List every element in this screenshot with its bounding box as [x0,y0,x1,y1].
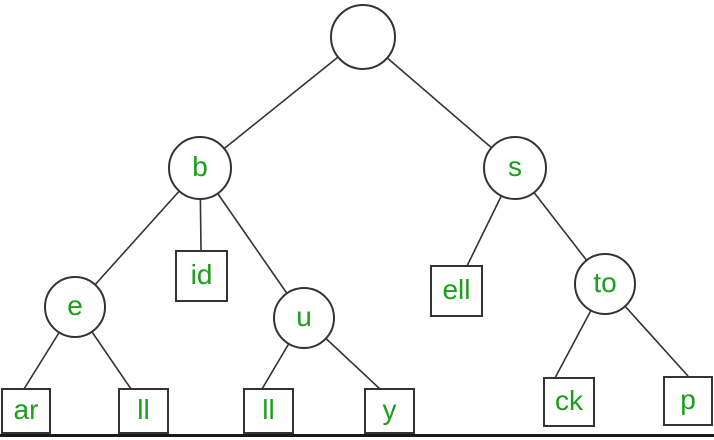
node-label-id: id [190,259,213,290]
node-label-p: p [680,384,696,415]
tree-node-to: to [574,253,636,315]
node-label-ar: ar [13,394,39,425]
edge-root-s [362,36,516,169]
tree-node-e: e [44,276,106,338]
tree-leaf-p: p [663,376,713,426]
tree-node-u: u [273,287,335,349]
bottom-border-line [0,434,714,437]
node-label-b: b [192,151,208,182]
node-label-e: e [67,290,83,321]
node-label-ck: ck [555,385,583,416]
tree-leaf-y: y [364,388,415,434]
node-label-s: s [508,151,522,182]
tree-leaf-ll-left: ll [118,388,169,434]
tree-node-root [330,4,396,70]
node-label-ll-mid: ll [262,394,275,425]
edge-root-b [199,36,364,169]
node-label-ell: ell [442,274,471,305]
node-label-ll-left: ll [137,394,150,425]
tree-leaf-id: id [175,250,228,302]
tree-node-s: s [483,136,547,200]
tree-leaf-ell: ell [430,265,483,317]
node-label-u: u [296,301,312,332]
node-label-y: y [382,394,397,425]
node-label-to: to [593,267,617,298]
tree-leaf-ar: ar [1,388,51,434]
tree-leaf-ll-mid: ll [243,388,294,434]
tree-node-b: b [168,136,232,200]
tree-leaf-ck: ck [543,377,595,427]
